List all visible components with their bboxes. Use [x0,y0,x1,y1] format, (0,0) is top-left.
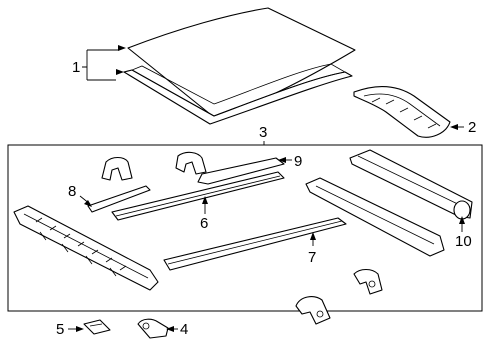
svg-text:8: 8 [68,183,76,200]
roof-bow-7[interactable] [163,217,347,271]
svg-text:3: 3 [259,124,267,141]
bracket-lower-right[interactable] [353,268,383,295]
part-5-clip[interactable] [83,319,111,335]
svg-text:6: 6 [200,215,208,232]
part-4-fastener[interactable] [137,318,169,339]
svg-text:1: 1 [72,59,80,76]
callout-10: 10 [455,216,472,250]
callout-3: 3 [259,124,267,145]
svg-text:10: 10 [455,233,472,250]
callout-5: 5 [56,321,84,338]
reinforcement-9[interactable] [197,157,285,185]
rear-bow-10[interactable] [305,149,473,257]
bracket-lower-left[interactable] [295,296,331,325]
svg-text:2: 2 [468,119,476,136]
svg-text:7: 7 [308,249,316,266]
front-roof-header[interactable] [13,205,159,291]
brace-8[interactable] [87,185,151,213]
callout-7: 7 [308,232,316,266]
roof-panel[interactable] [123,7,356,125]
callout-9: 9 [278,153,302,170]
roof-clip-right[interactable] [175,151,207,175]
callout-6: 6 [200,196,208,232]
rear-roof-header[interactable] [353,85,451,138]
roof-rail-6[interactable] [111,171,285,221]
callout-1: 1 [72,45,126,81]
svg-text:9: 9 [294,153,302,170]
parts-group-box [7,144,483,312]
callout-8: 8 [68,183,92,207]
callout-4: 4 [166,321,188,338]
roof-clip-left[interactable] [101,156,133,181]
svg-text:5: 5 [56,321,64,338]
svg-text:4: 4 [180,321,188,338]
callout-2: 2 [450,119,476,136]
